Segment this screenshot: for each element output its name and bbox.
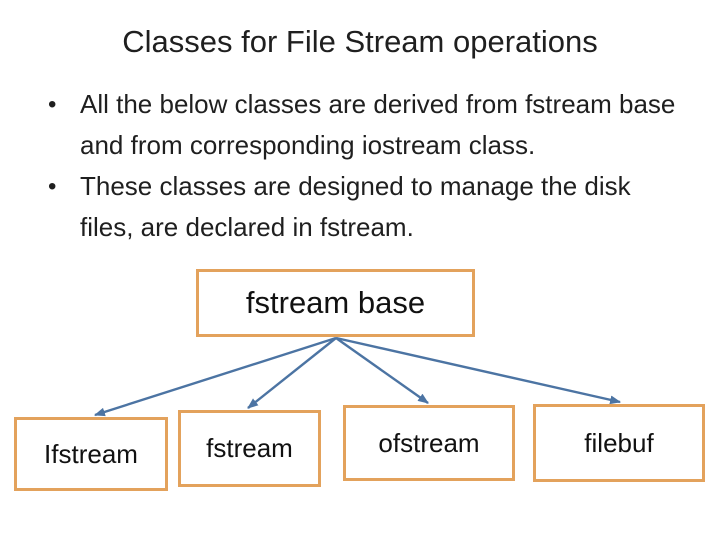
diagram-box-ifstream: Ifstream bbox=[14, 417, 168, 491]
bullet-marker: • bbox=[48, 173, 57, 200]
slide-title: Classes for File Stream operations bbox=[122, 24, 598, 59]
diagram-box-filebuf: filebuf bbox=[533, 404, 705, 482]
bullet-text: These classes are designed to manage the… bbox=[80, 171, 631, 242]
bullet-item: • All the below classes are derived from… bbox=[46, 84, 686, 166]
edge-root-to-ifstream bbox=[93, 336, 337, 417]
diagram-box-fstream: fstream bbox=[178, 410, 321, 487]
diagram-box-fstream-base: fstream base bbox=[196, 269, 475, 337]
bullet-text: All the below classes are derived from f… bbox=[80, 89, 676, 160]
edge-root-to-fstream bbox=[247, 337, 337, 409]
diagram-box-ofstream: ofstream bbox=[343, 405, 515, 481]
edge-root-to-ofstream bbox=[335, 337, 429, 404]
bullet-item: • These classes are designed to manage t… bbox=[46, 166, 686, 248]
bullet-list: • All the below classes are derived from… bbox=[46, 84, 686, 248]
edge-root-to-filebuf bbox=[335, 336, 622, 405]
diagram-box-label: fstream bbox=[206, 433, 293, 463]
diagram-box-label: Ifstream bbox=[44, 438, 138, 469]
diagram-box-label: fstream base bbox=[245, 285, 426, 320]
diagram-box-label: ofstream bbox=[378, 427, 480, 458]
diagram-box-label: filebuf bbox=[584, 427, 654, 458]
bullet-marker: • bbox=[48, 91, 57, 118]
